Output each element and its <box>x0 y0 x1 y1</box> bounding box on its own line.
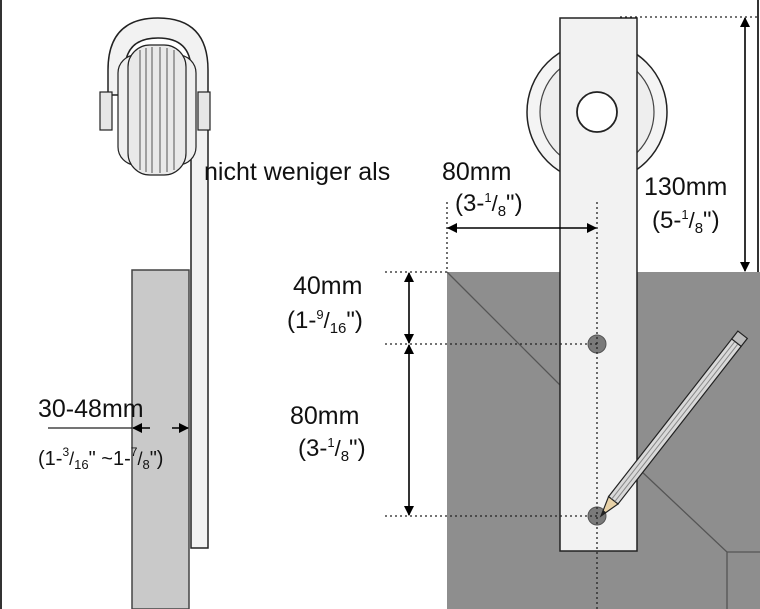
height-mm: 130mm <box>644 173 727 201</box>
top-hole-mm: 40mm <box>293 272 362 300</box>
top-hole-inch: (1-9/16") <box>287 307 363 337</box>
dimension-labels: nicht weniger als 80mm (3-1/8") 130mm (5… <box>38 158 727 472</box>
min-distance-label: nicht weniger als <box>204 158 390 186</box>
min-distance-inch: (3-1/8") <box>455 190 523 220</box>
axle-bolt-icon <box>576 91 618 133</box>
door-thickness-mm: 30-48mm <box>38 395 144 423</box>
door-side-section <box>131 269 190 609</box>
height-inch: (5-1/8") <box>652 207 720 237</box>
side-view <box>48 17 211 609</box>
hole-spacing-mm: 80mm <box>290 402 359 430</box>
door-thickness-inch: (1-3/16" ~1-7/8") <box>38 445 163 472</box>
min-distance-mm: 80mm <box>442 158 511 186</box>
door-diagonal-line <box>446 271 561 386</box>
hole-spacing-inch: (3-1/8") <box>298 435 366 465</box>
pencil-icon <box>599 330 749 518</box>
front-view <box>385 16 760 609</box>
wheel-side-icon <box>99 44 211 176</box>
